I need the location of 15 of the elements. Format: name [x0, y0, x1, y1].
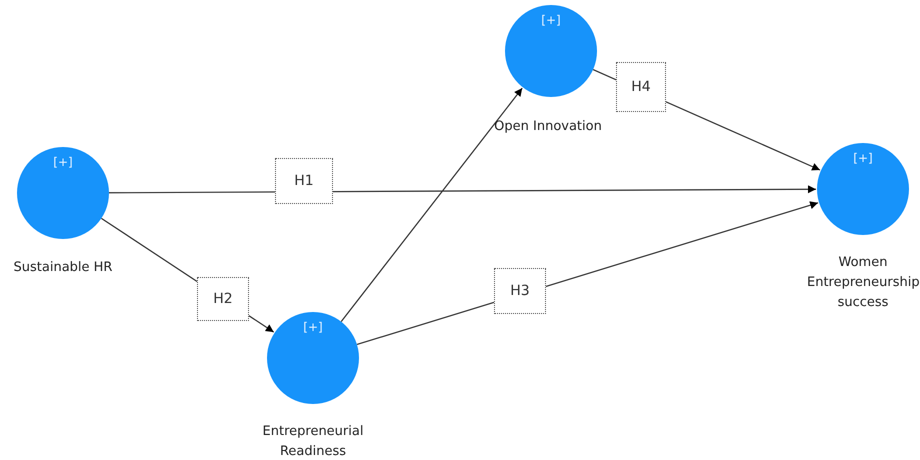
arrow: [356, 201, 818, 346]
edge-label: H3: [494, 268, 546, 314]
arrow: [340, 88, 523, 322]
expand-marker: [+]: [53, 155, 73, 169]
expand-marker: [+]: [853, 151, 873, 165]
expand-marker: [+]: [303, 320, 323, 334]
construct-label: Entrepreneurial Readiness: [262, 423, 364, 460]
edge-label: H4: [616, 62, 666, 112]
construct-label: Open Innovation: [493, 118, 603, 136]
expand-marker: [+]: [541, 13, 561, 27]
construct-label: Sustainable HR: [12, 259, 114, 277]
construct-label: Women Entrepreneurship success: [807, 254, 919, 312]
arrow: [109, 185, 816, 194]
edge-label: H1: [275, 158, 333, 204]
edge-label: H2: [197, 277, 249, 321]
